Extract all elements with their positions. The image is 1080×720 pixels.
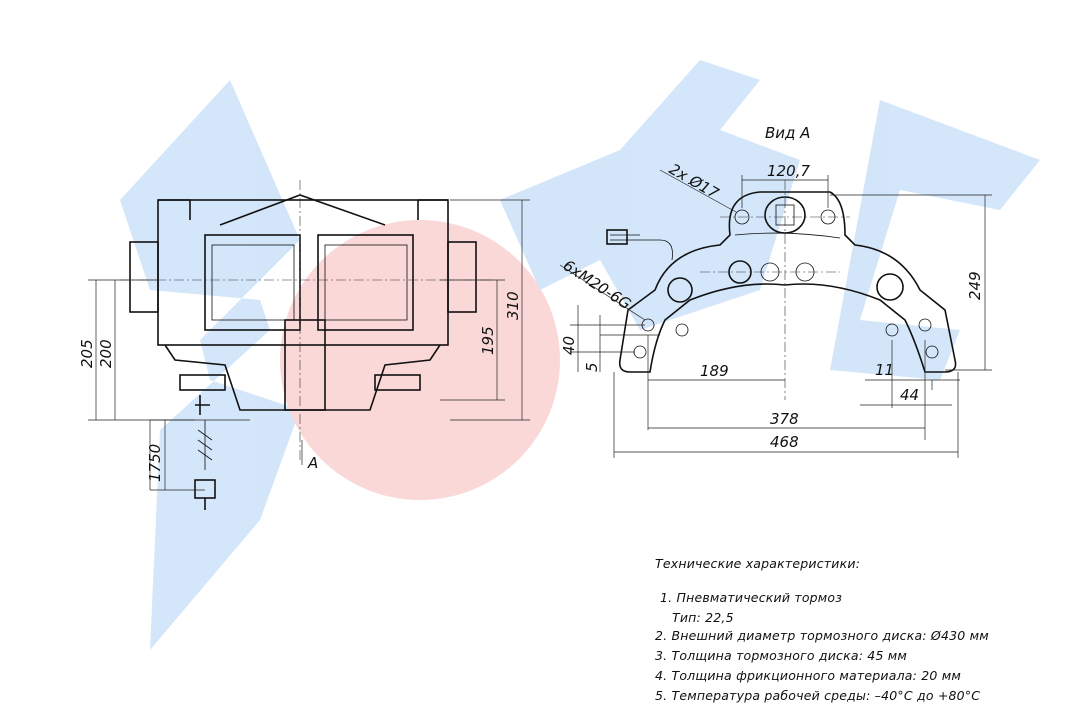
spec-item: 1. Пневматический тормоз — [660, 590, 843, 605]
spec-item: 4. Толщина фрикционного материала: 20 мм — [655, 668, 961, 683]
spec-item: Тип: 22,5 — [672, 610, 734, 625]
spec-item: 5. Температура рабочей среды: –40°С до +… — [655, 688, 981, 703]
dim-205: 205 — [78, 339, 96, 368]
dim-5: 5 — [583, 362, 601, 372]
dim-378: 378 — [770, 410, 799, 428]
caliper-view-a — [606, 180, 957, 400]
view-a-title: Вид А — [765, 124, 810, 142]
view-marker-a: A — [307, 454, 318, 472]
specs-heading: Технические характеристики: — [655, 556, 861, 571]
watermark — [120, 60, 1040, 650]
dim-40: 40 — [560, 336, 578, 355]
left-view-dimensions: 205 200 195 310 1750 A — [78, 199, 530, 491]
spec-item: 3. Толщина тормозного диска: 45 мм — [655, 648, 908, 663]
spec-item: 2. Внешний диаметр тормозного диска: Ø43… — [655, 628, 989, 643]
dim-11: 11 — [875, 361, 894, 379]
dim-1750: 1750 — [146, 444, 164, 482]
dim-44: 44 — [900, 386, 919, 404]
dim-200: 200 — [97, 339, 115, 368]
caliper-side-view — [120, 180, 490, 510]
dim-189: 189 — [700, 362, 729, 380]
dim-310: 310 — [504, 291, 522, 320]
dim-249: 249 — [966, 271, 984, 300]
watermark-globe — [280, 220, 560, 500]
dim-468: 468 — [770, 433, 799, 451]
dim-120-7: 120,7 — [767, 162, 810, 180]
dim-195: 195 — [479, 326, 497, 355]
